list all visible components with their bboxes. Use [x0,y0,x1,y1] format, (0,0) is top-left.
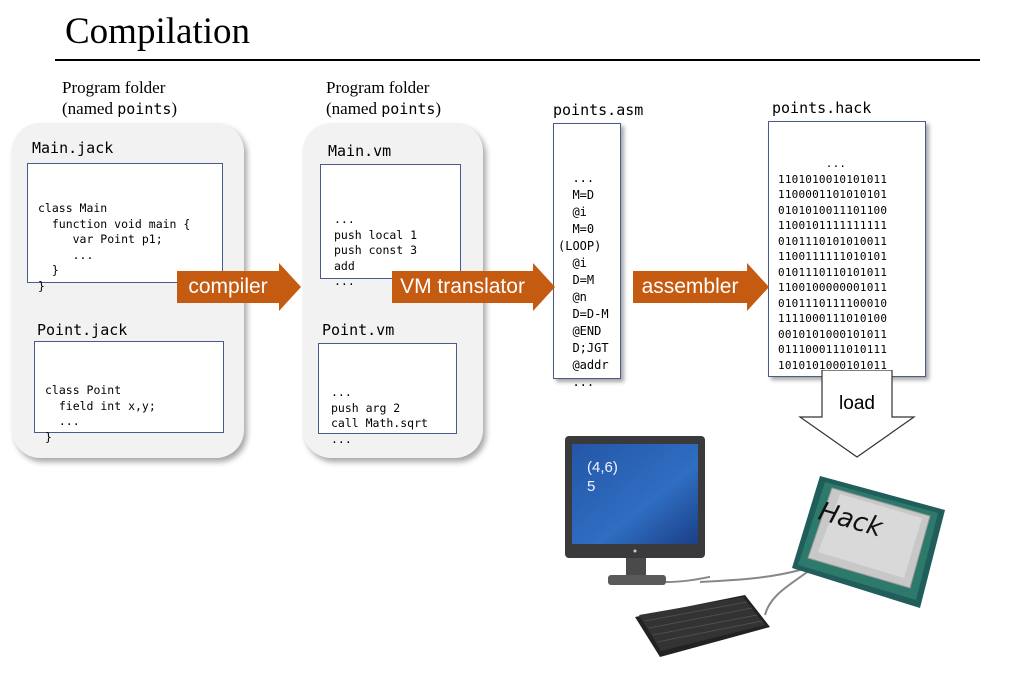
code-line: ... [331,431,352,446]
monitor-cable [665,575,710,583]
point-jack-code: class Point field int x,y; ...} [34,341,224,444]
hack-line: 1100100000001011 [778,281,888,294]
asm-line: D=D-M [558,307,609,321]
folder-label-prefix: (named [326,99,382,118]
code-line: ... [331,385,352,399]
code-line: field int x,y; [45,398,156,413]
hack-line: 0101110101010011 [778,234,888,248]
load-arrow-label: load [839,393,875,414]
folder-label-line1: Program folder [326,78,430,97]
assembler-arrow: assembler [633,263,769,311]
file-name-point-vm: Point.vm [322,321,395,339]
hack-line: 0101010011101100 [778,203,888,217]
monitor-neck [626,558,646,578]
asm-line: @addr [558,358,609,372]
hack-line: 0101110110101011 [778,265,888,279]
assembler-arrow-label: assembler [633,271,747,303]
hack-line: 1010101000101011 [778,358,888,372]
hack-line: 1111000111010100 [778,312,888,325]
asm-line: (LOOP) [558,239,602,253]
arrow-head-icon [747,263,769,311]
folder-label-jack: Program folder (named points) [62,77,177,120]
folder-name: points [381,100,436,118]
asm-line: @i [558,205,587,219]
hack-line: 1100111111010101 [778,250,888,263]
file-name-points-hack: points.hack [772,99,872,117]
code-line: call Math.sqrt [331,416,428,430]
keyboard-key-rows [644,601,763,643]
code-line: add [334,258,355,273]
folder-label-line2: (named points) [326,98,441,120]
keyboard-icon [635,595,770,657]
arrow-head-icon [279,263,301,311]
code-line: ... [334,212,355,226]
monitor-stand [608,575,666,585]
compiler-arrow-label: compiler [177,271,279,303]
asm-line: @i [558,256,587,270]
file-name-point-jack: Point.jack [37,321,128,339]
code-line: } [38,278,45,293]
asm-line: D;JGT [558,341,609,355]
code-line: function void main { [38,216,191,231]
load-arrow-shape [798,370,916,458]
asm-line: M=D [558,188,595,202]
asm-line: ... [558,375,595,389]
title-underline [55,59,980,61]
asm-line: D=M [558,273,595,287]
code-line: ... [38,247,94,262]
main-jack-code: class Main function void main { var Poin… [27,163,223,293]
hack-line: 1100001101010101 [778,188,888,201]
hack-line: 1100101111111111 [778,219,888,232]
screen-output-line1: (4,6) [587,459,618,476]
keyboard-keys [639,597,765,651]
points-asm-code: ... M=D @i M=0 (LOOP) @i D=M @n D=D-M @EN… [553,123,621,389]
load-arrow [798,370,916,458]
cpu-chip-icon [792,476,945,608]
screen-output: (4,6) 5 [587,458,618,496]
code-line: push arg 2 [331,400,401,415]
folder-label-line2: (named points) [62,98,177,120]
asm-line: ... [558,171,595,185]
folder-label-suffix: ) [435,99,442,118]
code-line: } [38,263,59,277]
code-line: } [45,429,52,444]
folder-label-prefix: (named [62,99,118,118]
page-title: Compilation [65,11,250,52]
asm-line: @END [558,324,602,338]
code-line: push const 3 [334,243,418,257]
power-button-icon [633,549,637,553]
file-name-main-vm: Main.vm [328,142,392,160]
hack-line: 0010101000101011 [778,327,888,341]
monitor-icon [565,436,710,585]
chip-top [818,494,922,578]
arrow-head-icon [533,263,555,311]
code-line: ... [45,414,80,428]
screen-output-line2: 5 [587,478,596,495]
vm-translator-arrow-label: VM translator [392,271,533,303]
compiler-arrow: compiler [177,263,301,311]
hack-line: 0111000111010111 [778,343,888,356]
folder-label-line1: Program folder [62,78,166,97]
points-hack-code: ... 1101010010101011 1100001101010101 01010… [768,121,926,387]
code-line: class Point [45,383,122,397]
folder-label-suffix: ) [171,99,178,118]
hack-line: 1101010010101011 [778,172,888,186]
asm-line: @n [558,290,587,304]
folder-name: points [117,100,172,118]
code-line: var Point p1; [38,232,163,246]
file-name-main-jack: Main.jack [32,139,114,157]
monitor-screen [572,444,698,544]
hack-line: ... [778,157,847,170]
code-line: ... [334,274,355,288]
code-line: class Main [38,201,108,215]
asm-line: M=0 [558,222,595,236]
folder-label-vm: Program folder (named points) [326,77,441,120]
vm-translator-arrow: VM translator [392,263,555,311]
file-name-points-asm: points.asm [553,101,644,119]
code-line: push local 1 [334,227,418,242]
hack-line: 0101110111100010 [778,296,888,310]
